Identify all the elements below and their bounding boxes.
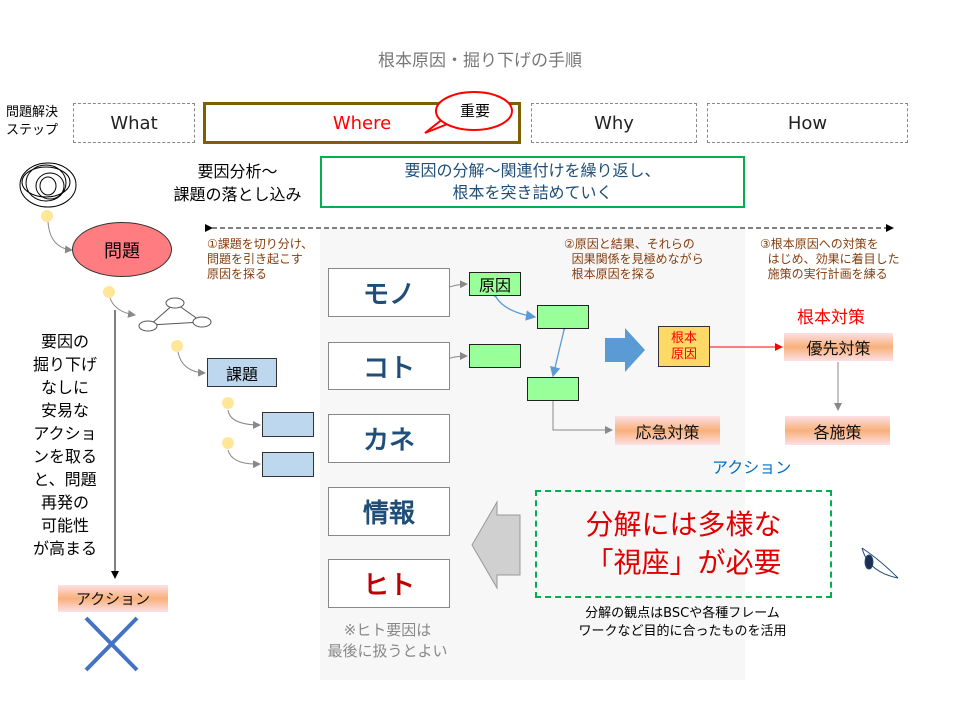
category-kane: カネ	[328, 414, 450, 463]
x-mark-icon	[84, 616, 139, 672]
step-where: Where	[203, 102, 521, 144]
scribble-icon	[19, 162, 77, 208]
category-mono: モノ	[328, 268, 450, 317]
action-label: アクション	[712, 458, 792, 477]
step-label: 問題解決 ステップ	[6, 105, 59, 138]
factor-analysis-text: 要因分析～ 課題の落とし込み	[173, 162, 302, 204]
phase1-text: ①課題を切り分け、 問題を引き起こす 原因を探る	[207, 237, 314, 281]
cause-box	[469, 344, 521, 368]
dot	[222, 437, 234, 449]
cause-box	[537, 305, 589, 329]
warning-text: 要因の 掘り下げ なしに 安易な アクショ ンを取る と、問題 再発の 可能性 …	[32, 332, 97, 558]
sub-issue-box	[262, 412, 314, 437]
viewpoint-note: 分解の観点はBSCや各種フレーム ワークなど目的に合ったものを活用	[578, 606, 787, 639]
root-measure-label: 根本対策	[797, 308, 865, 328]
each-measure: 各施策	[785, 416, 890, 445]
cause-box	[527, 377, 579, 401]
emergency-measure: 応急対策	[615, 416, 720, 445]
step-how: How	[707, 103, 908, 143]
left-action-label: アクション	[58, 585, 168, 612]
dot	[41, 210, 53, 222]
cause-node: 原因	[469, 272, 521, 296]
viewpoint-box: 分解には多様な 「視座」が必要	[535, 490, 832, 598]
phase3-text: ③根本原因への対策を はじめ、効果に着目した 施策の実行計画を練る	[760, 237, 900, 281]
repeat-box: 要因の分解～関連付けを繰り返し、 根本を突き詰めていく	[320, 156, 745, 208]
category-hito: ヒト	[328, 559, 450, 608]
phase2-text: ②原因と結果、それらの 因果関係を見極めながら 根本原因を探る	[564, 237, 704, 281]
step-what: What	[73, 103, 195, 143]
priority-measure: 優先対策	[784, 333, 893, 361]
dot	[222, 397, 234, 409]
dot	[171, 340, 183, 352]
problem-node: 問題	[72, 222, 172, 277]
root-cause-node: 根本 原因	[658, 326, 710, 367]
category-koto: コト	[328, 342, 450, 390]
page-title: 根本原因・掘り下げの手順	[378, 51, 582, 71]
hito-note: ※ヒト要因は 最後に扱うとよい	[327, 621, 448, 660]
issue-node: 課題	[207, 358, 277, 387]
step-why: Why	[531, 103, 697, 143]
sub-issue-box	[262, 452, 314, 477]
graph-icon	[138, 297, 212, 332]
eye-icon	[861, 547, 899, 579]
category-joho: 情報	[328, 487, 450, 536]
right-arrow-icon	[605, 328, 645, 372]
callout-text: 重要	[459, 102, 490, 120]
big-left-arrow-icon	[471, 500, 521, 590]
dot	[103, 286, 115, 298]
callout-bubble	[424, 91, 513, 134]
